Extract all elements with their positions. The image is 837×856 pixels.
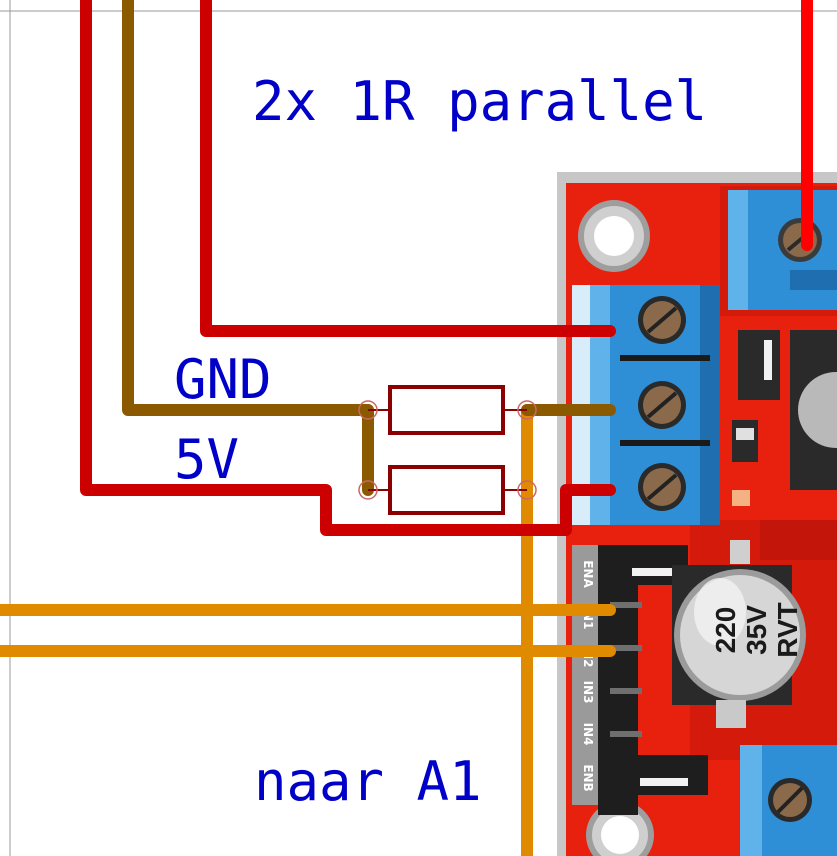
screw-terminal-icon xyxy=(728,190,837,310)
capacitor-icon: 220 35V RVT xyxy=(672,565,806,705)
resistor-icon xyxy=(358,465,537,515)
wire-orange-a1 xyxy=(0,404,616,856)
mounting-hole-icon xyxy=(578,200,650,272)
pin-label: ENB xyxy=(581,764,595,791)
pin-label: IN4 xyxy=(581,723,595,746)
target-pin-label: naar A1 xyxy=(254,750,482,813)
smd-component xyxy=(732,420,758,462)
wire-red-power xyxy=(200,0,616,337)
gnd-label: GND xyxy=(174,348,272,411)
jumper-icon xyxy=(738,330,780,400)
wire-red-5v xyxy=(80,0,616,536)
capacitor-voltage: 35V xyxy=(741,605,772,655)
pin-label: IN3 xyxy=(581,681,595,704)
capacitor-brand: RVT xyxy=(772,602,803,658)
jumper-icon xyxy=(598,755,708,795)
resistor-note-label: 2x 1R parallel xyxy=(252,70,707,133)
five-volt-label: 5V xyxy=(174,428,239,491)
wire-brown-gnd xyxy=(122,0,374,416)
motor-driver-board: ENA IN1 IN2 IN3 IN4 ENB 220 35V RVT xyxy=(557,172,837,856)
screw-terminal-icon xyxy=(740,745,837,856)
capacitor-value: 220 xyxy=(710,607,741,654)
led-indicator xyxy=(732,490,750,506)
capacitor-icon xyxy=(790,330,837,490)
resistor-icon xyxy=(358,385,537,435)
pin-label: ENA xyxy=(581,560,595,588)
